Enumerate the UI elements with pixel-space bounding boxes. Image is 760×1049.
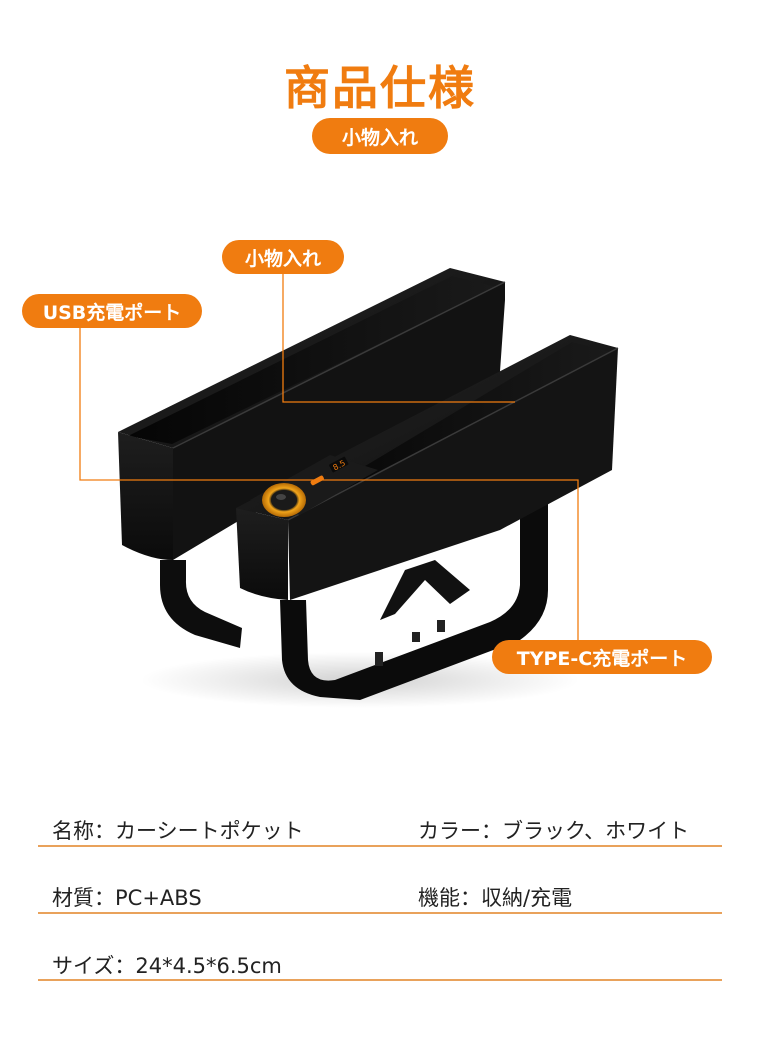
spec-color: カラー：ブラック、ホワイト — [418, 819, 690, 843]
divider — [38, 845, 722, 847]
callout-lines — [79, 268, 579, 640]
spec-material: 材質：PC+ABS — [52, 886, 202, 910]
spec-size: サイズ：24*4.5*6.5cm — [52, 954, 282, 978]
spec-function: 機能：収納/充電 — [418, 886, 573, 910]
page-title: 商品仕様 — [284, 61, 476, 115]
subtitle-badge: 小物入れ — [312, 118, 448, 154]
divider — [38, 912, 722, 914]
seat-gap-organizer-image: 8.5 — [79, 268, 619, 708]
front-organizer — [236, 335, 619, 700]
callout-typec-port: TYPE-C充電ポート — [492, 640, 712, 674]
callout-usb-port: USB充電ポート — [22, 294, 202, 328]
divider — [38, 979, 722, 981]
back-organizer — [118, 268, 506, 648]
callout-storage: 小物入れ — [222, 240, 344, 274]
spec-name: 名称：カーシートポケット — [52, 819, 304, 843]
